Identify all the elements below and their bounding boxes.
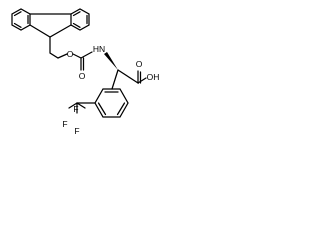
fluorenyl-group: [11, 8, 90, 38]
chemical-structure-diagram: O O HN O OH F F F: [11, 8, 160, 136]
amino-acid-backbone: [104, 52, 147, 90]
fluorine-left-label: F: [62, 119, 67, 129]
ether-oxygen-label: O: [67, 49, 74, 59]
acid-oxygen-label: O: [136, 59, 143, 69]
carbonyl-oxygen-label: O: [79, 71, 86, 81]
trifluoromethyl-group: [68, 102, 96, 114]
amide-nh-label: HN: [93, 44, 105, 54]
fluorine-top-label: F: [73, 104, 78, 114]
acid-hydroxyl-label: OH: [147, 72, 160, 82]
fmoc-linker: [49, 36, 93, 71]
phenyl-ring: [94, 88, 129, 118]
fluorine-bottom-label: F: [74, 126, 79, 136]
